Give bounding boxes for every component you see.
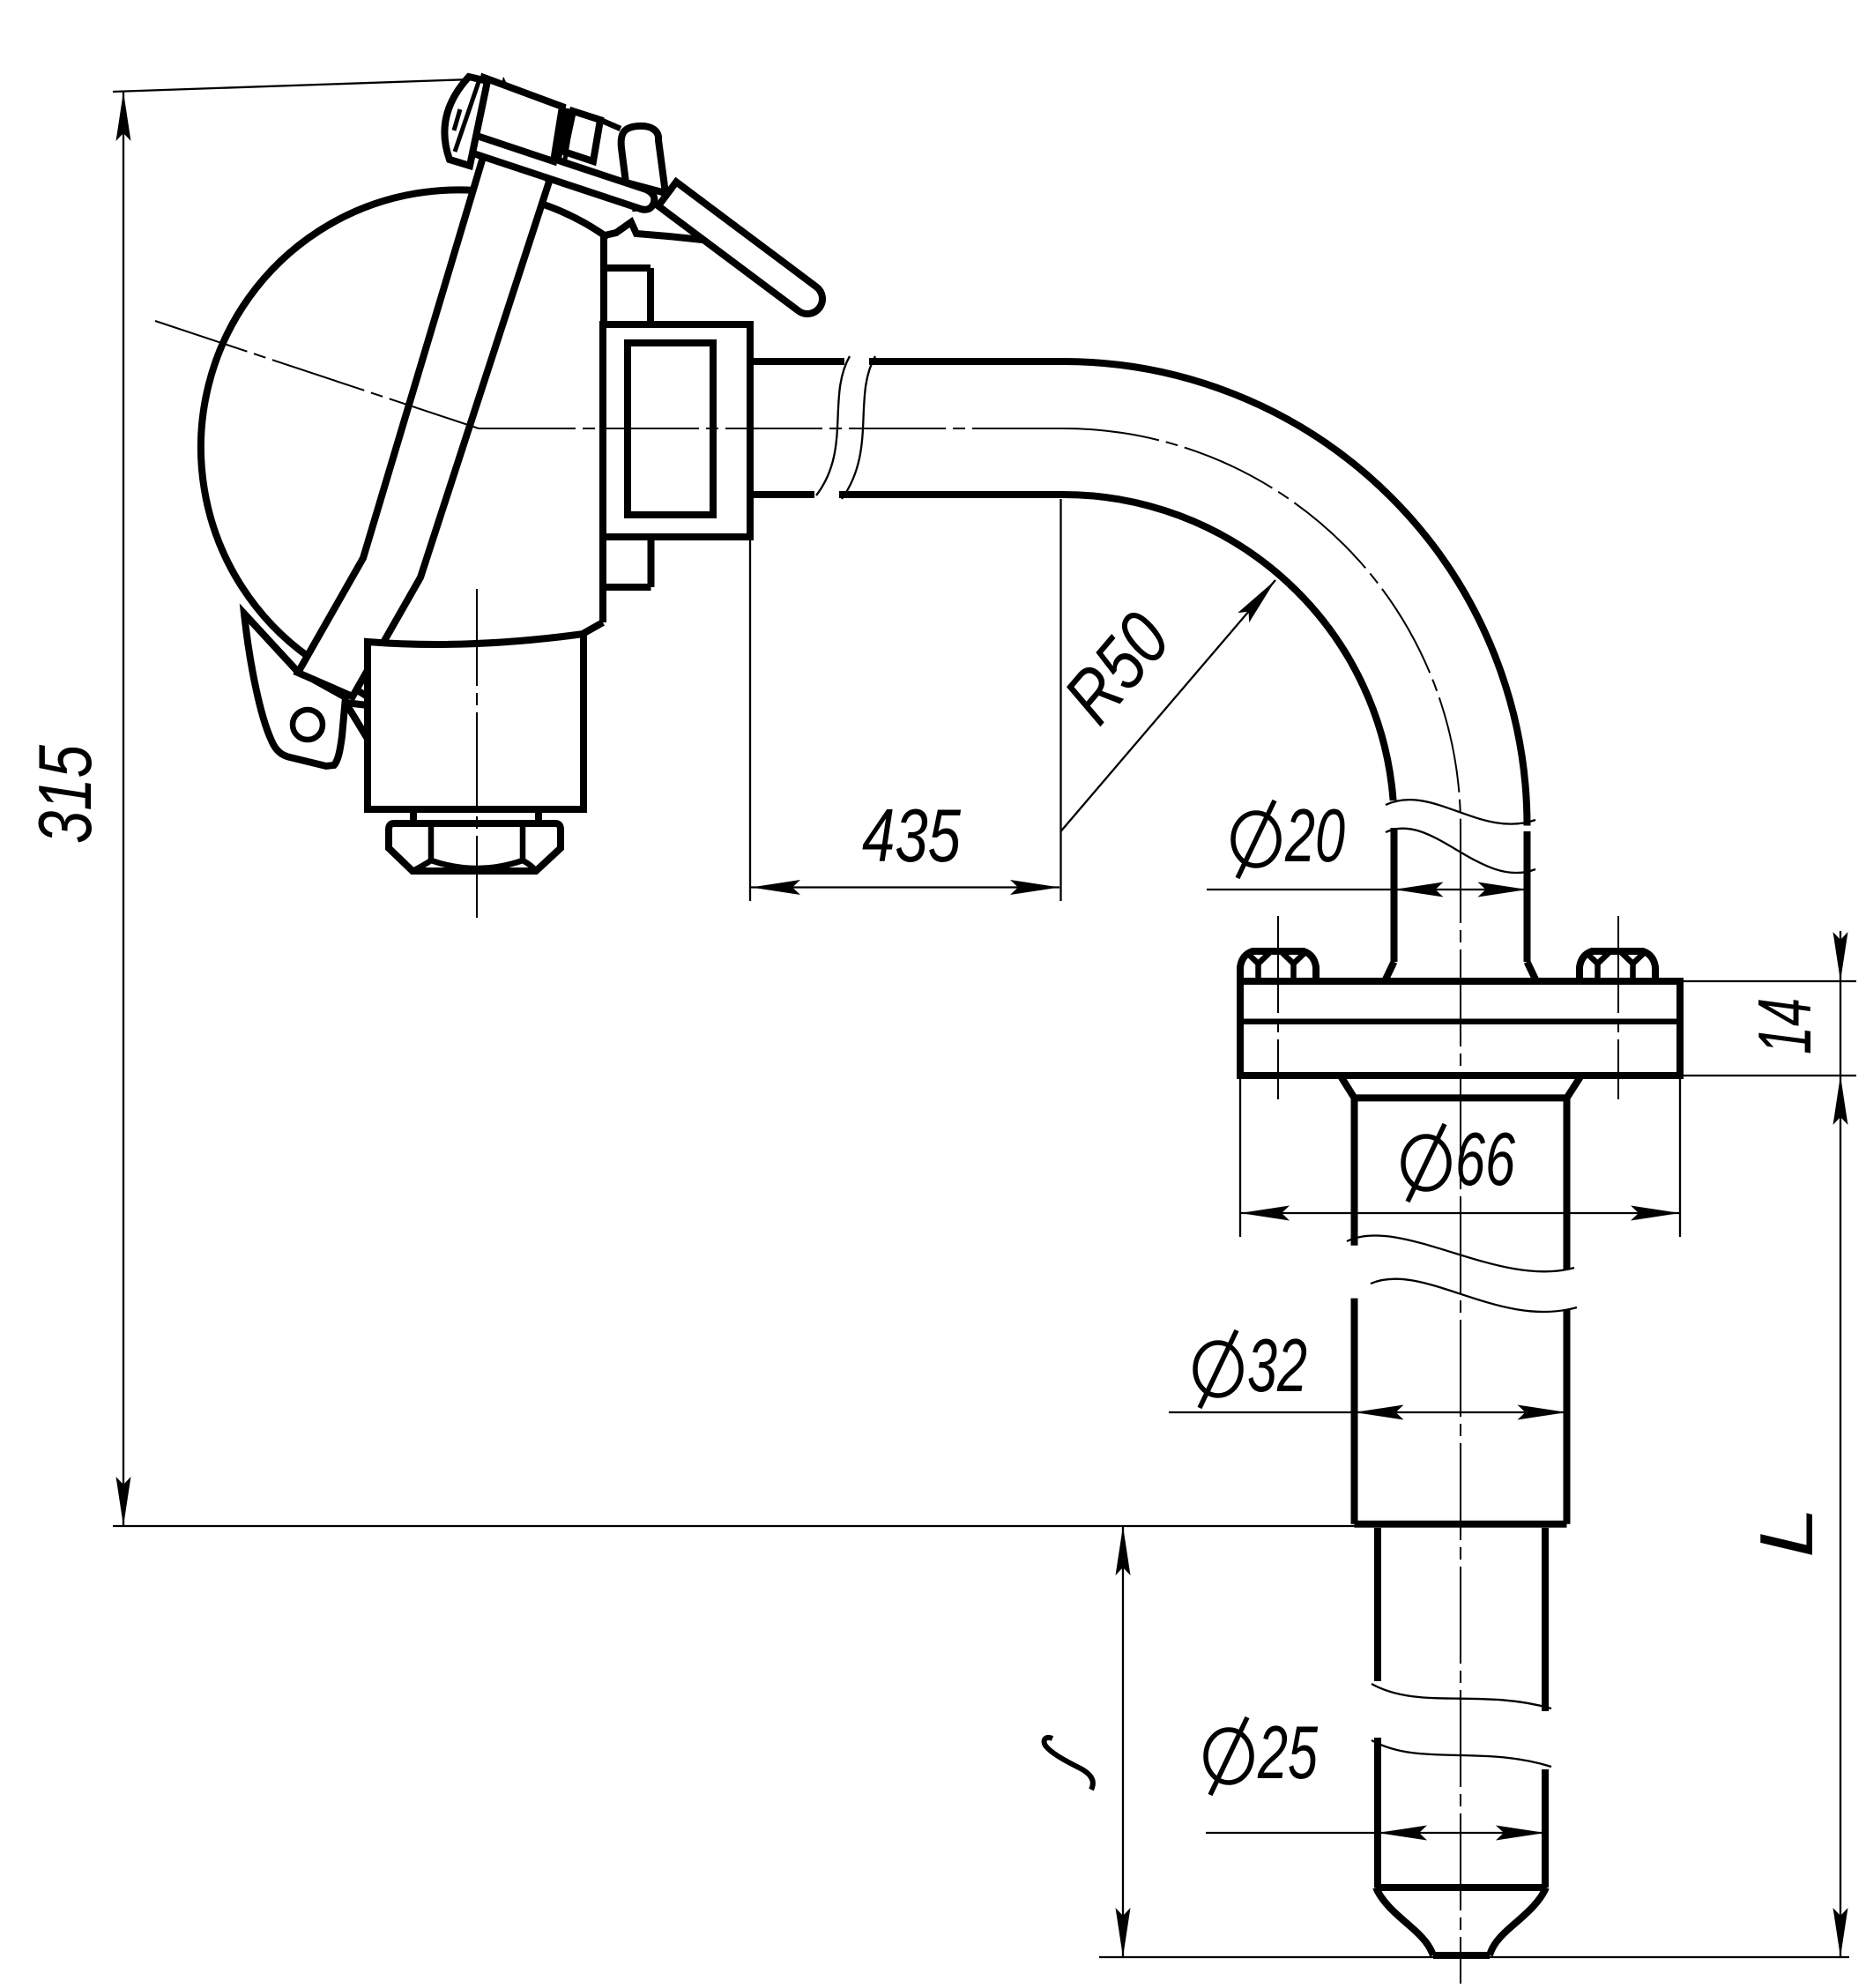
svg-text:14: 14 <box>1743 998 1827 1054</box>
svg-text:L: L <box>1745 1507 1829 1558</box>
svg-text:32: 32 <box>1247 1324 1307 1408</box>
svg-text:435: 435 <box>862 794 962 878</box>
svg-text:25: 25 <box>1257 1711 1318 1795</box>
svg-text:20: 20 <box>1284 794 1345 878</box>
svg-text:66: 66 <box>1455 1118 1516 1202</box>
svg-text:315: 315 <box>24 744 108 844</box>
